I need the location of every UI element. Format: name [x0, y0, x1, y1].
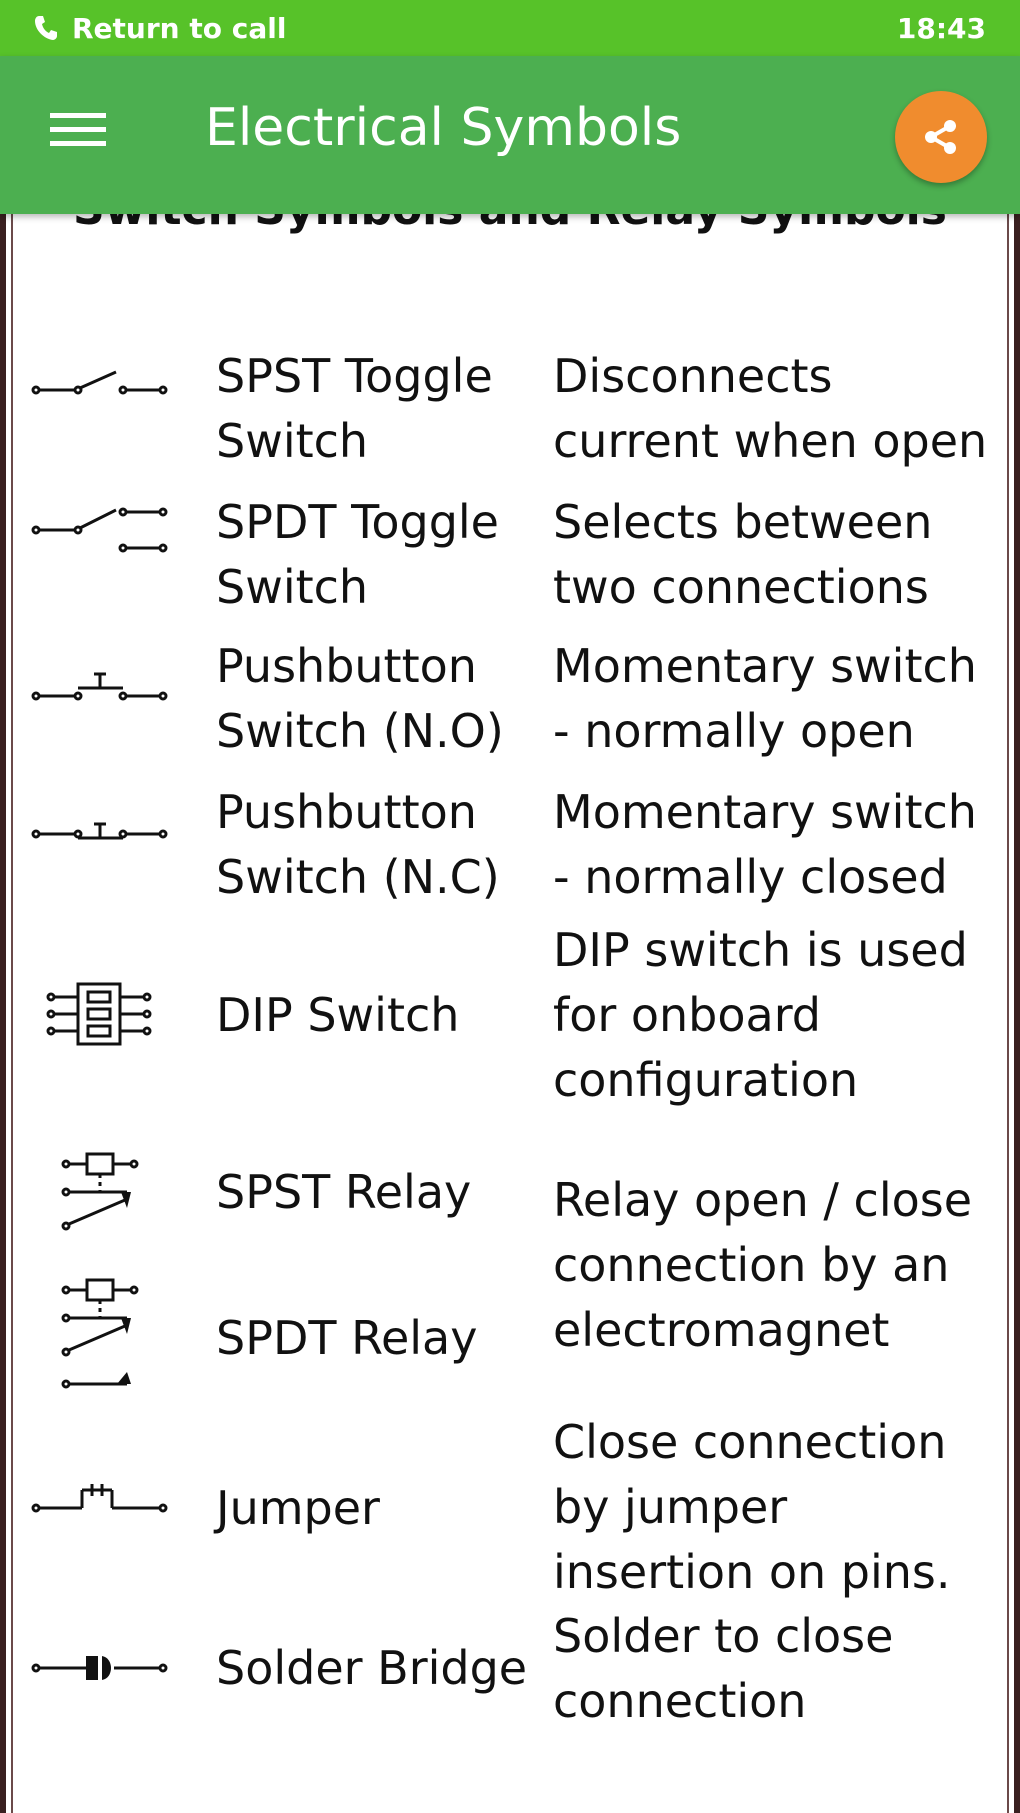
symbol-name: DIP Switch	[216, 988, 460, 1042]
symbol-name: Jumper	[216, 1481, 380, 1535]
return-to-call-label: Return to call	[72, 11, 287, 45]
symbol-name: SPDT Toggle Switch	[216, 495, 499, 614]
spst-relay-icon	[61, 1152, 139, 1231]
relay-description: Relay open / close connection by an elec…	[553, 1173, 973, 1357]
symbol-name: Pushbutton Switch (N.C)	[216, 785, 500, 904]
symbol-description: Momentary switch - normally closed	[553, 785, 977, 904]
symbol-description: Selects between two connections	[553, 495, 933, 614]
return-to-call[interactable]: Return to call	[34, 12, 286, 45]
spdt-relay-icon	[61, 1278, 139, 1389]
pushbutton-nc-icon	[31, 822, 168, 840]
share-icon	[925, 120, 956, 154]
jumper-icon	[31, 1484, 168, 1513]
symbol-name: SPDT Relay	[216, 1311, 478, 1365]
solder-bridge-icon	[31, 1656, 168, 1680]
share-button[interactable]	[895, 91, 987, 183]
symbol-description: DIP switch is used for onboard configura…	[553, 923, 968, 1107]
symbol-name: SPST Toggle Switch	[216, 349, 493, 468]
dip-switch-icon	[46, 982, 152, 1046]
symbol-description: Momentary switch - normally open	[553, 639, 977, 758]
content-panel: Switch Symbols and Relay Symbols SPST To…	[0, 188, 1020, 1813]
symbol-description: Disconnects current when open	[553, 349, 988, 468]
symbol-description: Close connection by jumper insertion on …	[553, 1415, 951, 1599]
pushbutton-no-icon	[31, 672, 168, 701]
status-bar: Return to call 18:43	[0, 0, 1020, 56]
app-bar: Electrical Symbols	[0, 56, 1020, 214]
menu-icon[interactable]	[50, 113, 106, 155]
page-title: Electrical Symbols	[205, 98, 682, 158]
symbol-name: SPST Relay	[216, 1165, 472, 1219]
spst-toggle-switch-icon	[31, 370, 168, 395]
symbol-name: Pushbutton Switch (N.O)	[216, 639, 504, 758]
clock: 18:43	[896, 11, 986, 45]
phone-icon	[35, 16, 57, 40]
symbol-name: Solder Bridge	[216, 1641, 528, 1695]
spdt-toggle-switch-icon	[31, 507, 168, 553]
symbol-description: Solder to close connection	[553, 1609, 894, 1728]
